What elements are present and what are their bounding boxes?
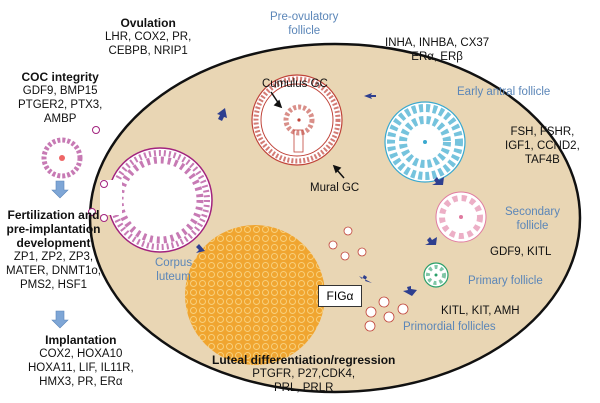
implantation-title: Implantation [45,333,117,347]
cumulus-gc-label: Cumulus GC [262,78,328,90]
luteal-title: Luteal differentiation/regression [212,353,396,367]
stage-corpus-luteum: Corpus luteum [155,256,192,284]
stage-preovulatory: Pre-ovulatory follicle [270,10,338,38]
ovulation-title: Ovulation [120,16,176,30]
flow-arrows [51,180,69,329]
ovulation-genes-2: CEBPB, NRIP1 [108,45,188,57]
ovulation-group: Ovulation LHR, COX2, PR, CEBPB, NRIP1 [105,16,191,58]
fertilization-group: Fertilization and pre-implantation devel… [6,208,101,292]
luteal-genes-2: PRL, PRLR [273,382,334,394]
preovulatory-genes: INHA, INHBA, CX37 ERα, ERβ [385,36,489,64]
implantation-group: Implantation COX2, HOXA10 HOXA11, LIF, I… [28,333,134,389]
corpus-luteum [185,225,325,365]
preovulatory-genes-1: INHA, INHBA, CX37 [385,37,490,49]
coc-genes-2: PTGER2, PTX3, [18,99,103,111]
released-coc [41,126,108,222]
primordial-genes-1: KITL, KIT, AMH [441,305,520,317]
luteal-group: Luteal differentiation/regression PTGFR,… [212,353,395,395]
stage-early-antral: Early antral follicle [457,86,551,98]
stage-primary: Primary follicle [468,275,543,287]
ovulation-genes-1: LHR, COX2, PR, [105,31,192,43]
stage-preovulatory-1: Pre-ovulatory [270,11,339,23]
ovulating-follicle [100,147,213,253]
gc-pointer-arrows [270,91,345,179]
progression-arrows [196,93,444,296]
stage-secondary-1: Secondary [505,206,560,218]
secondary-genes-1: GDF9, KITL [490,246,552,258]
fig-alpha-label: FIGα [318,285,362,307]
early-antral-genes-1: FSH, FSHR, [510,126,575,138]
stage-primordial: Primordial follicles [403,321,496,333]
coc-genes-1: GDF9, BMP15 [22,85,98,97]
primordial-follicles [364,296,409,332]
preovulatory-genes-2: ERα, ERβ [411,51,463,63]
fertilization-genes-2: MATER, DNMT1o, [6,265,101,277]
implantation-genes-2: HOXA11, LIF, IL11R, [28,362,134,374]
implantation-genes-3: HMX3, PR, ERα [39,376,123,388]
stage-corpus-luteum-1: Corpus [155,257,193,269]
stage-secondary-2: follicle [516,220,549,232]
early-antral-genes: FSH, FSHR, IGF1, CCND2, TAF4B [505,125,580,167]
primordial-genes: KITL, KIT, AMH [441,304,520,318]
fertilization-genes-3: PMS2, HSF1 [19,279,88,291]
fertilization-genes-1: ZP1, ZP2, ZP3, [13,251,94,263]
implantation-genes-1: COX2, HOXA10 [39,348,123,360]
fertilization-title-2: pre-implantation [6,222,101,236]
luteal-genes-1: PTGFR, P27,CDK4, [252,368,356,380]
early-antral-follicle [384,101,466,183]
coc-integrity-title: COC integrity [21,70,99,84]
stage-corpus-luteum-2: luteum [156,271,191,283]
secondary-genes: GDF9, KITL [490,245,551,259]
fertilization-title-3: development [16,236,91,250]
early-antral-genes-3: TAF4B [524,154,560,166]
coc-integrity-group: COC integrity GDF9, BMP15 PTGER2, PTX3, … [18,70,102,126]
stage-preovulatory-2: follicle [288,25,321,37]
coc-genes-3: AMBP [43,113,77,125]
fertilization-title-1: Fertilization and [7,208,100,222]
oocyte-nests [328,226,367,261]
primary-follicle [423,262,449,288]
early-antral-genes-2: IGF1, CCND2, [505,140,580,152]
secondary-follicle [435,191,487,243]
mural-gc-label: Mural GC [310,182,360,194]
stage-secondary: Secondary follicle [505,205,560,233]
